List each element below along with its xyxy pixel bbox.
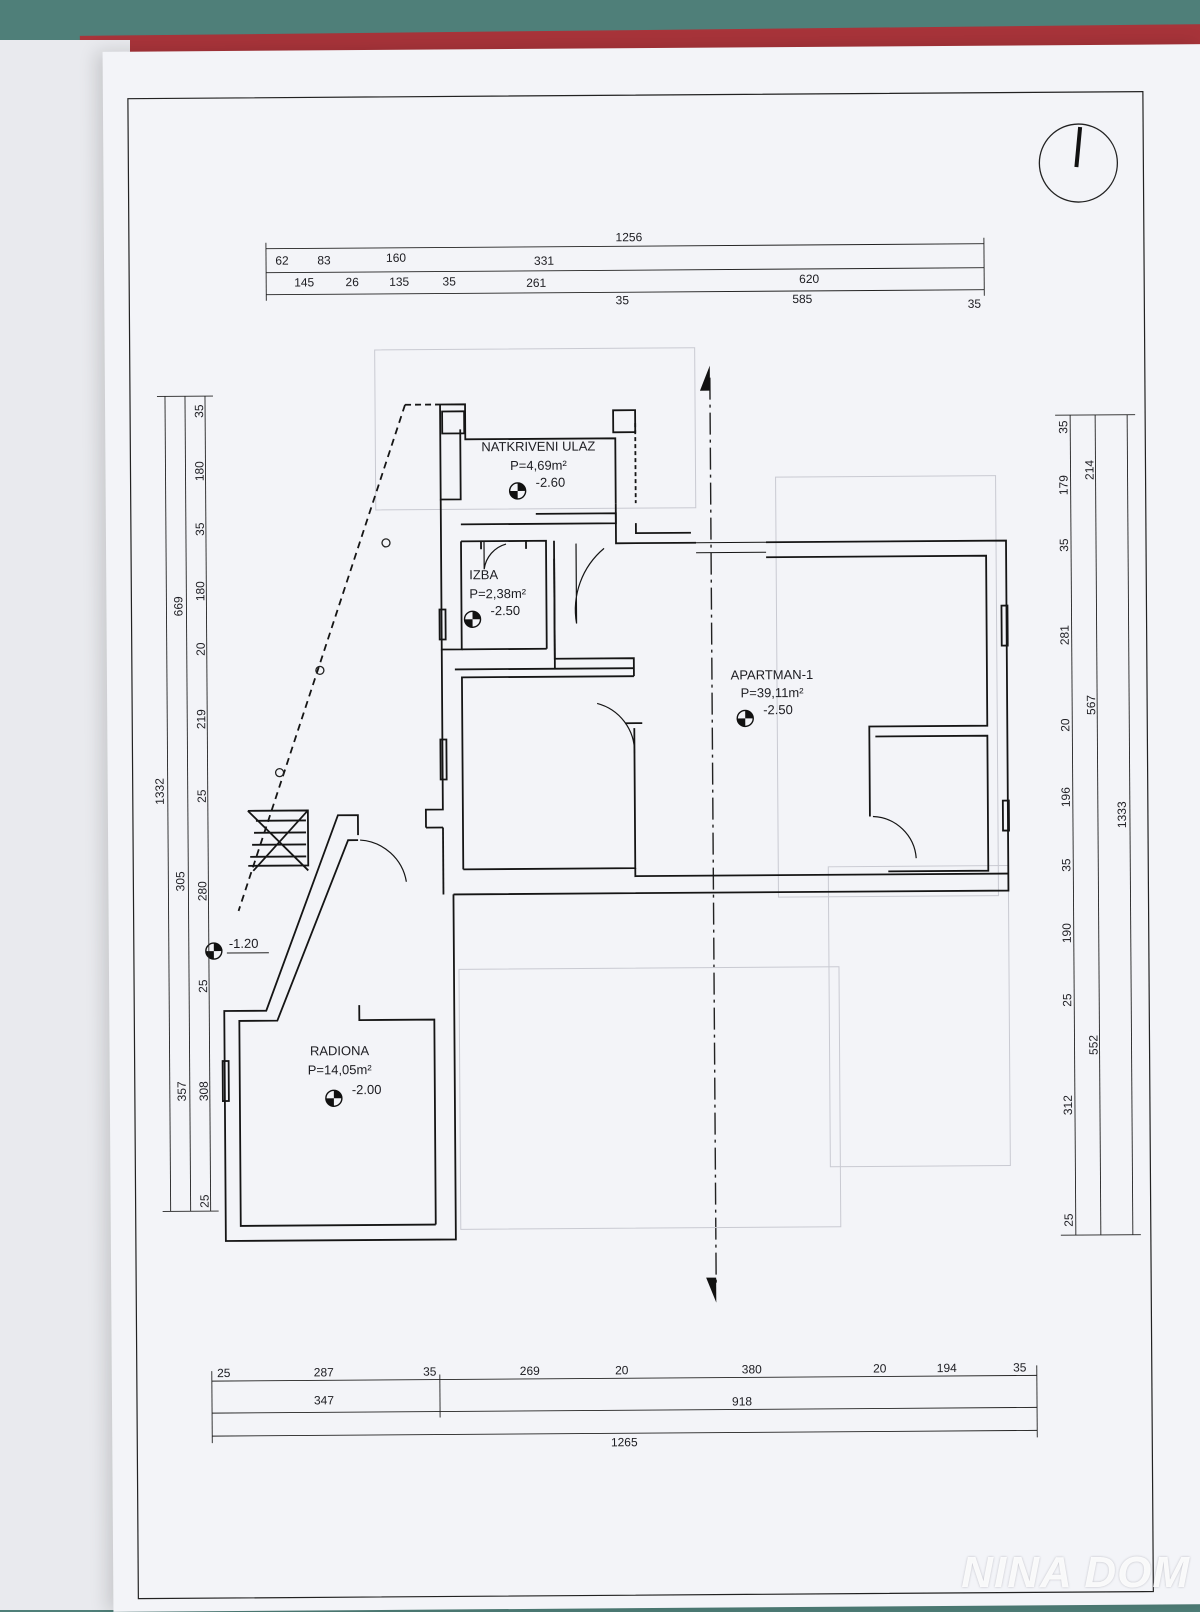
dim-value: 214	[1082, 460, 1096, 480]
left-dimension-inner: 35 180 35 180 20 219 25 280 25 308 25	[192, 404, 212, 1208]
dim-value: 25	[217, 1366, 231, 1380]
right-total: 1333	[1115, 801, 1129, 828]
dim-value: 35	[193, 522, 207, 536]
bottom-dimension-row-1: 25 287 35 269 20 380 20 194 35	[217, 1360, 1027, 1380]
dim-value: 35	[1056, 420, 1070, 434]
room-name: IZBA	[469, 567, 498, 582]
room-level: -2.50	[490, 603, 520, 618]
dim-value: 1256	[615, 230, 642, 244]
bottom-dimension-row-2: 347 918	[314, 1390, 752, 1411]
floor-plan: NATKRIVENI ULAZ P=4,69m² -2.60 IZBA P=2,…	[103, 44, 1200, 1612]
section-line	[700, 366, 717, 1303]
dim-value: 308	[197, 1081, 211, 1101]
dim-value: 35	[1057, 538, 1071, 552]
dim-value: 35	[442, 274, 456, 288]
room-apartman-1: APARTMAN-1 P=39,11m² -2.50	[731, 667, 814, 727]
level-marker-icon	[737, 710, 753, 726]
room-level: -2.50	[763, 702, 793, 717]
room-area: P=4,69m²	[510, 458, 567, 473]
dim-value: 20	[1058, 718, 1072, 732]
dim-value: 20	[873, 1361, 887, 1375]
room-natkriveni-ulaz: NATKRIVENI ULAZ P=4,69m² -2.60	[481, 438, 595, 499]
dim-value: 25	[195, 789, 209, 803]
site-dots	[274, 539, 392, 777]
top-dimension-row-1: 62 83 160 331 1256	[275, 230, 643, 270]
dim-value: 552	[1086, 1035, 1100, 1055]
dim-value: 20	[194, 642, 208, 656]
dim-value: 180	[192, 461, 206, 481]
room-radiona: RADIONA P=14,05m² -2.00	[308, 1043, 382, 1107]
room-area: P=39,11m²	[741, 685, 805, 700]
room-name: RADIONA	[310, 1043, 370, 1058]
room-level: -2.00	[352, 1082, 382, 1097]
dim-value: 312	[1061, 1095, 1075, 1115]
ghost-plan	[375, 346, 1011, 1230]
drawing-sheet: NATKRIVENI ULAZ P=4,69m² -2.60 IZBA P=2,…	[103, 44, 1200, 1612]
dim-value: 25	[1062, 1213, 1076, 1227]
dim-value: 305	[173, 871, 187, 891]
dim-value: 918	[732, 1394, 752, 1408]
dim-value: 331	[534, 254, 554, 268]
dim-value: 83	[317, 253, 331, 267]
dim-value: 380	[742, 1362, 762, 1376]
room-izba: IZBA P=2,38m² -2.50	[464, 567, 527, 627]
dim-value: 180	[193, 581, 207, 601]
dim-value: 25	[198, 1194, 212, 1208]
dim-value: 135	[389, 275, 409, 289]
dim-value: 35	[616, 293, 630, 307]
dim-value: 281	[1058, 625, 1072, 645]
dim-value: 35	[1013, 1360, 1027, 1374]
north-arrow-icon	[1039, 124, 1118, 203]
room-level: -2.60	[536, 475, 566, 490]
bottom-total: 1265	[611, 1435, 638, 1449]
dim-value: 35	[423, 1365, 437, 1379]
room-name: NATKRIVENI ULAZ	[481, 438, 595, 454]
left-total: 1332	[153, 778, 167, 805]
dim-value: 219	[194, 709, 208, 729]
dim-value: 26	[345, 275, 359, 289]
dim-value: 567	[1084, 695, 1098, 715]
left-dimension-mid: 669 305 357	[171, 596, 189, 1101]
dim-value: 269	[520, 1364, 540, 1378]
dim-value: 179	[1057, 475, 1071, 495]
dim-value: 160	[386, 251, 406, 265]
walls	[218, 401, 1012, 1241]
dim-value: 585	[792, 292, 812, 306]
level-marker-icon	[206, 943, 222, 959]
dim-value: 35	[968, 297, 982, 311]
top-dimension-row-2: 145 26 135 35 261 620	[294, 272, 819, 292]
dim-value: 20	[615, 1363, 629, 1377]
room-area: P=2,38m²	[469, 586, 526, 601]
dim-value: 669	[171, 596, 185, 616]
dim-value: 145	[294, 275, 314, 289]
top-dimension-row-3: 35 585 35	[616, 291, 982, 314]
dim-value: 347	[314, 1393, 334, 1407]
level-marker-icon	[510, 483, 526, 499]
dim-value: 62	[275, 254, 289, 268]
dim-value: 196	[1059, 787, 1073, 807]
watermark-logo: NINA DOM	[961, 1548, 1190, 1598]
dim-value: 35	[192, 404, 206, 418]
dim-value: 357	[175, 1081, 189, 1101]
dim-value: 25	[196, 979, 210, 993]
level-marker-icon	[464, 611, 480, 627]
dim-value: 25	[1060, 993, 1074, 1007]
dim-value: 35	[1059, 858, 1073, 872]
level-marker-icon	[326, 1090, 342, 1106]
dim-value: 190	[1060, 923, 1074, 943]
room-name: APARTMAN-1	[731, 667, 814, 683]
dim-value: 287	[314, 1365, 334, 1379]
dim-value: 261	[526, 276, 546, 290]
dim-value: 194	[937, 1361, 957, 1375]
level-value: -1.20	[229, 936, 259, 951]
top-dimension-lines	[266, 238, 984, 301]
exterior-level: -1.20	[206, 936, 269, 959]
dim-value: 620	[799, 272, 819, 286]
dim-value: 280	[195, 881, 209, 901]
room-area: P=14,05m²	[308, 1062, 373, 1077]
